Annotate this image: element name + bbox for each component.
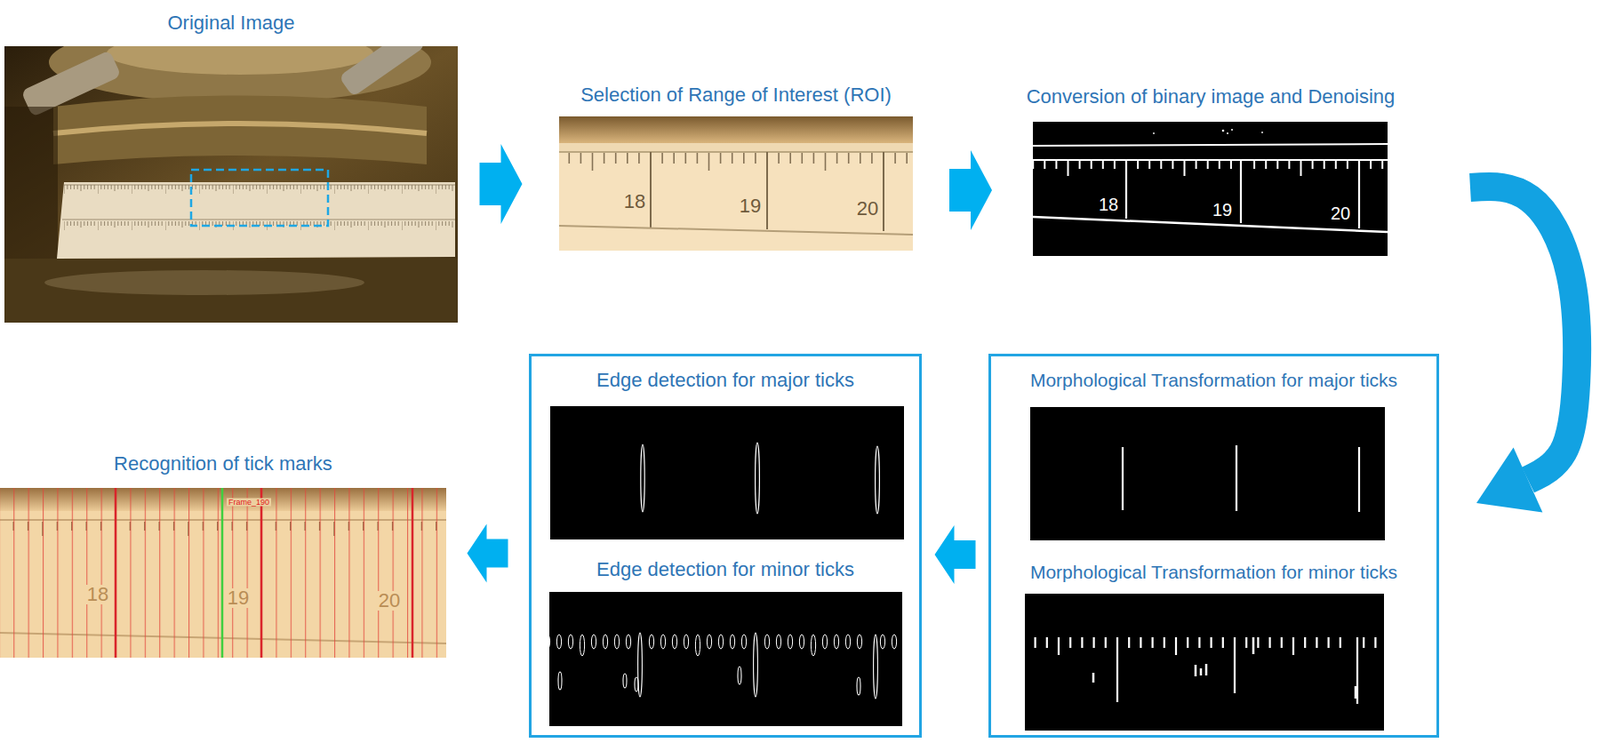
roi-image <box>559 116 913 251</box>
edge-minor-image <box>558 672 562 690</box>
original-photo <box>191 169 328 226</box>
binary-image <box>1032 160 1388 178</box>
arrow-shape <box>480 144 523 224</box>
step-panel: Conversion of binary image and Denoising <box>1013 80 1408 256</box>
morph-major-image <box>1030 407 1385 541</box>
recognition-image <box>221 488 224 658</box>
morph-minor-image <box>1093 637 1356 699</box>
binary-image <box>1032 121 1388 256</box>
roi-image <box>559 225 913 235</box>
arrow-shape <box>1476 448 1543 513</box>
scale-number: 18 <box>1096 195 1120 214</box>
roi-image <box>559 143 913 152</box>
scale-number: 20 <box>376 591 402 611</box>
arrow-shape <box>949 150 992 231</box>
morph-minor-image <box>1024 593 1384 731</box>
morph-major-image <box>1122 445 1360 512</box>
roi-image <box>650 152 884 232</box>
step-title: Original Image <box>167 11 295 35</box>
step-panel: Original Image <box>4 7 458 323</box>
flow-arrow <box>949 150 992 231</box>
binary-image <box>1222 129 1225 133</box>
morph-major-image <box>1030 407 1385 541</box>
morph-minor-image <box>1024 593 1384 731</box>
edge-minor-image <box>753 632 759 697</box>
flow-arrow <box>1470 186 1577 513</box>
binary-image <box>1226 132 1229 135</box>
flow-arrow <box>467 524 509 584</box>
original-photo <box>106 46 374 75</box>
arrow-shape <box>1470 186 1577 480</box>
original-photo <box>4 258 458 323</box>
edge-minor-image <box>856 677 861 696</box>
edge-minor-image <box>634 677 639 692</box>
edge-minor-image <box>737 666 742 685</box>
step-panel: Edge detection for minor ticks <box>537 558 913 728</box>
step-title: Recognition of tick marks <box>113 452 333 476</box>
step-panel: Morphological Transformation for minor t… <box>997 558 1431 733</box>
roi-image <box>559 116 913 144</box>
group-frame: Morphological Transformation for major t… <box>988 353 1440 738</box>
recognition-image <box>0 488 447 658</box>
step-title: Selection of Range of Interest (ROI) <box>580 83 892 107</box>
edge-minor-image <box>549 592 903 727</box>
step-title: Morphological Transformation for minor t… <box>1030 560 1398 584</box>
edge-minor-image <box>549 632 903 660</box>
original-photo <box>53 123 427 134</box>
binary-image <box>1261 131 1264 134</box>
group-frame: Edge detection for major ticksEdge detec… <box>528 353 922 738</box>
morph-minor-image <box>1024 637 1384 656</box>
scale-number: 18 <box>85 584 111 605</box>
flow-arrow <box>480 144 523 224</box>
binary-image <box>1032 144 1388 146</box>
edge-major-image <box>875 446 880 514</box>
frame-label: Frame_190 <box>226 498 272 507</box>
edge-major-image <box>755 442 760 514</box>
binary-image <box>1126 160 1360 229</box>
edge-minor-image <box>558 632 878 699</box>
scale-number: 20 <box>855 199 880 219</box>
original-photo <box>56 182 456 259</box>
step-title: Edge detection for major ticks <box>596 368 855 392</box>
recognition-image <box>115 488 413 658</box>
recognition-image <box>0 488 447 658</box>
scale-number: 18 <box>622 192 648 212</box>
step-panel: Recognition of tick marks <box>0 448 447 658</box>
original-photo <box>338 46 426 97</box>
arrow-shape <box>467 524 509 584</box>
edge-minor-image <box>549 592 903 727</box>
original-photo <box>4 46 458 323</box>
roi-image <box>559 152 913 174</box>
scale-number: 20 <box>1328 204 1352 223</box>
original-photo <box>64 182 456 259</box>
scale-number: 19 <box>737 196 763 216</box>
roi-image <box>559 116 913 251</box>
edge-major-image <box>640 444 645 512</box>
edge-major-image <box>550 406 904 540</box>
step-title: Edge detection for minor ticks <box>596 558 855 582</box>
original-photo <box>44 270 365 296</box>
flow-arrow <box>935 525 976 584</box>
edge-minor-image <box>873 634 879 699</box>
edge-minor-image <box>623 673 627 688</box>
step-title: Morphological Transformation for major t… <box>1030 368 1398 392</box>
step-title: Conversion of binary image and Denoising <box>1026 85 1396 109</box>
recognition-image <box>0 488 447 658</box>
step-panel: Morphological Transformation for major t… <box>997 364 1431 543</box>
step-panel: Edge detection for major ticks <box>537 364 913 542</box>
morph-minor-image <box>1117 637 1358 704</box>
scale-number: 19 <box>225 588 251 608</box>
scale-number: 19 <box>1210 200 1234 219</box>
arrow-shape <box>935 525 976 584</box>
binary-image <box>1231 128 1233 131</box>
binary-image <box>1152 132 1155 135</box>
binary-image <box>1032 121 1388 256</box>
edge-major-image <box>550 406 904 540</box>
step-panel: Selection of Range of Interest (ROI) <box>544 78 928 251</box>
original-photo <box>53 96 427 166</box>
